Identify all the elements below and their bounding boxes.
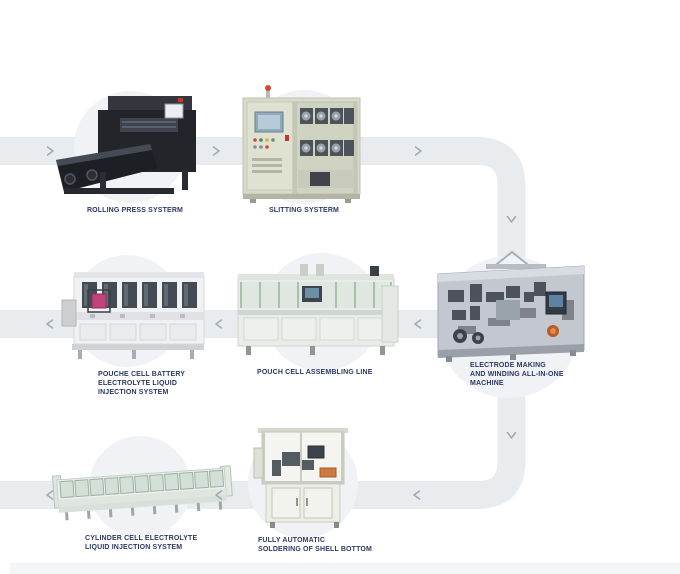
label-line: POUCH CELL ASSEMBLING LINE xyxy=(257,369,373,376)
chevron-right-icon xyxy=(212,146,220,156)
label-line: ELECTRODE MAKING xyxy=(470,362,546,369)
chevron-down-icon xyxy=(506,215,517,223)
label-line: LIQUID INJECTION SYSTEM xyxy=(85,544,183,551)
chevron-left-icon xyxy=(413,490,421,500)
station-label-rolling-press: ROLLING PRESS SYSTERM xyxy=(55,206,215,215)
chevron-left-icon xyxy=(46,319,54,329)
label-line: CYLINDER CELL ELECTROLYTE xyxy=(85,535,198,542)
station-label-pouch-battery-injection: POUCHE CELL BATTERY ELECTROLYTE LIQUID I… xyxy=(98,370,185,397)
station-label-slitting: SLITTING SYSTERM xyxy=(224,206,384,215)
label-line: SOLDERING OF SHELL BOTTOM xyxy=(258,546,372,553)
chevron-right-icon xyxy=(46,146,54,156)
label-line: POUCHE CELL BATTERY xyxy=(98,371,186,378)
station-label-shell-soldering: FULLY AUTOMATIC SOLDERING OF SHELL BOTTO… xyxy=(258,536,372,554)
bottom-section-edge xyxy=(10,562,680,574)
chevron-left-icon xyxy=(414,319,422,329)
label-line: AND WINDING ALL-IN-ONE xyxy=(470,371,564,378)
pouch-battery-injection-machine-image xyxy=(61,272,205,359)
label-line: ELECTROLYTE LIQUID xyxy=(98,380,178,387)
label-line: ROLLING PRESS SYSTERM xyxy=(86,207,184,214)
chevron-down-icon xyxy=(506,431,517,439)
chevron-left-icon xyxy=(46,490,54,500)
rolling-press-machine-image xyxy=(56,96,196,194)
cylinder-injection-machine-image xyxy=(51,465,233,521)
label-line: FULLY AUTOMATIC xyxy=(258,537,326,544)
station-label-electrode-winding: ELECTRODE MAKING AND WINDING ALL-IN-ONE … xyxy=(470,361,564,388)
electrode-winding-machine-image xyxy=(437,250,585,362)
label-line: SLITTING SYSTERM xyxy=(268,207,340,214)
label-line: INJECTION SYSTEM xyxy=(98,389,169,396)
chevron-left-icon xyxy=(215,490,223,500)
chevron-right-icon xyxy=(414,146,422,156)
pouch-assembling-machine-image xyxy=(237,264,399,355)
station-label-cylinder-injection: CYLINDER CELL ELECTROLYTE LIQUID INJECTI… xyxy=(85,534,197,552)
shell-soldering-machine-image xyxy=(253,428,348,528)
chevron-left-icon xyxy=(215,319,223,329)
station-label-pouch-assembling: POUCH CELL ASSEMBLING LINE xyxy=(257,368,373,377)
slitting-machine-image xyxy=(242,85,361,203)
label-line: MACHINE xyxy=(470,380,504,387)
flow-band-top-row xyxy=(0,137,526,285)
flow-band-bottom-row xyxy=(0,375,526,509)
